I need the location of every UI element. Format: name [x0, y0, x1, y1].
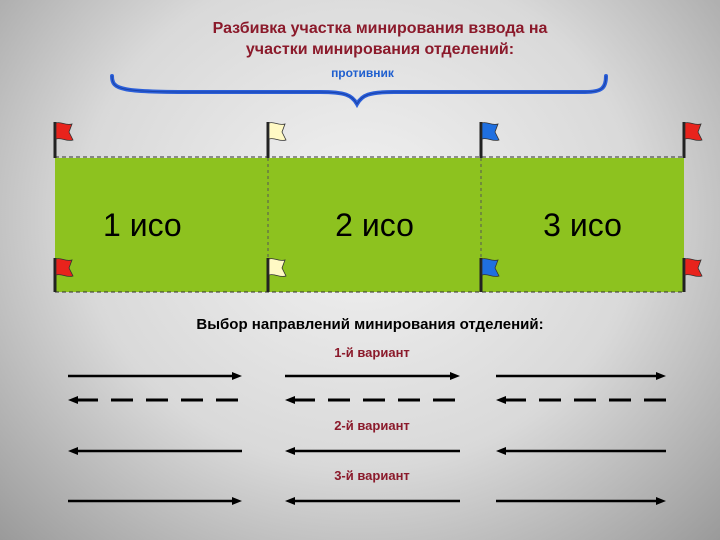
flag-icon [481, 122, 500, 141]
flag-icon [684, 122, 703, 141]
title-line-2: участки минирования отделений: [245, 41, 515, 58]
arrowhead-icon [285, 396, 295, 404]
arrowhead-icon [496, 447, 506, 455]
variant-1-label: 1-й вариант [334, 345, 410, 360]
directions-heading: Выбор направлений минирования отделений: [196, 316, 544, 333]
arrowhead-icon [496, 396, 506, 404]
arrowhead-icon [285, 497, 295, 505]
arrowhead-icon [68, 396, 78, 404]
zone-2-label: 2 исо [335, 206, 414, 243]
arrowhead-icon [656, 372, 666, 380]
arrowhead-icon [450, 372, 460, 380]
flag-icon [268, 258, 287, 277]
flag-icon [268, 122, 287, 141]
zone-3-area [481, 158, 684, 292]
arrowhead-icon [656, 497, 666, 505]
enemy-label: противник [331, 66, 394, 80]
arrowhead-icon [232, 497, 242, 505]
zone-1-label: 1 исо [103, 206, 182, 243]
zone-2-area [268, 158, 481, 292]
zone-1-area [55, 158, 268, 292]
variant-3-label: 3-й вариант [334, 468, 410, 483]
title-line-1: Разбивка участка минирования взвода на [212, 20, 548, 37]
enemy-brace [110, 74, 608, 109]
arrowhead-icon [68, 447, 78, 455]
flag-icon [55, 122, 74, 141]
flag-icon [55, 258, 74, 277]
arrowhead-icon [285, 447, 295, 455]
variant-2-label: 2-й вариант [334, 418, 410, 433]
arrowhead-icon [232, 372, 242, 380]
flag-icon [684, 258, 703, 277]
zone-3-label: 3 исо [543, 206, 622, 243]
flag-icon [481, 258, 500, 277]
